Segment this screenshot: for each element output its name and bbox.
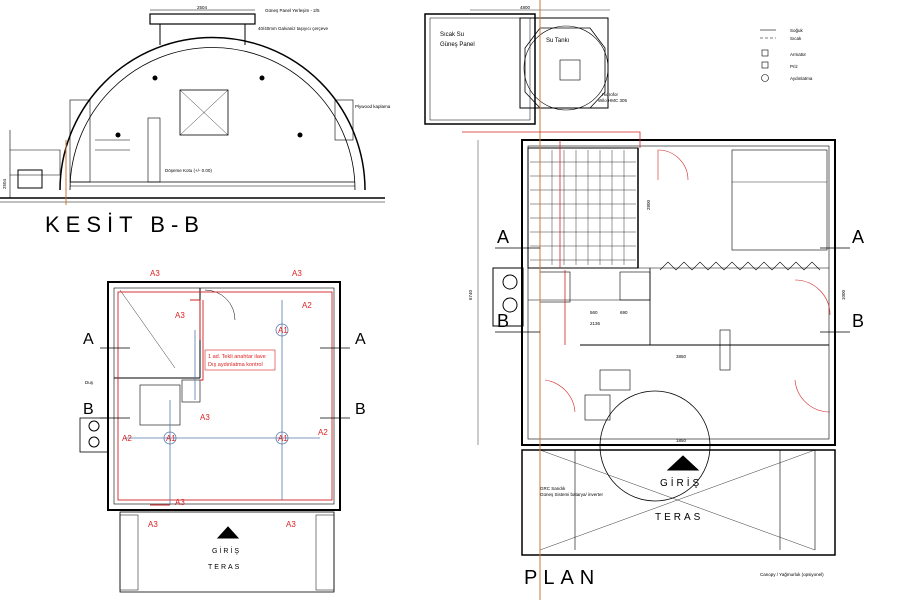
elec-mark-a-right: A [355,331,366,348]
elec-shower-note: Duş [85,380,94,385]
legend-item-hot: Sıcak [760,36,802,41]
floor-plan [424,9,836,556]
plan-terrace: TERAS [655,512,703,523]
plan-title: PLAN [524,567,600,589]
legend-item-fixture: Armatür [761,49,807,57]
plan-mark-b-left: B [497,311,509,331]
legend-item-cold: Soğuk [760,28,804,33]
elec-entry: GİRİŞ [212,546,241,555]
heater-label-2: Wilo HMC 305 [598,98,628,103]
elec-label-7: A1 [278,434,288,443]
elec-terrace: TERAS [208,564,241,571]
legend: Soğuk Sıcak Armatür Priz Aydınlatma [760,28,813,82]
tank-label-1: Sıcak Su [440,32,464,38]
plan-dim-0: 4800 [520,5,531,10]
light-fixtures [163,323,289,445]
section-b-b [0,9,385,205]
electrical-plan [79,281,341,593]
elec-label-4: A3 [292,269,302,278]
tank-title: Su Tankı [546,38,570,44]
plan-mark-b-right: B [852,311,864,331]
grc-note-2: Güneş Sistemi batarya/ inverter [540,492,604,497]
elec-section-lines [100,347,350,419]
elec-mark-a-left: A [83,331,94,348]
elec-label-2: A3 [175,311,185,320]
elec-label-8: A1 [166,434,176,443]
plan-mark-a-right: A [852,227,864,247]
plan-dim-5: 690 [620,310,628,315]
section-note-ceiling: Plywood kaplama [355,104,391,109]
plan-dim-6: 2136 [590,321,601,326]
elec-label-11: A3 [148,520,158,529]
elec-label-12: A3 [286,520,296,529]
elec-mark-b-right: B [355,401,366,418]
plan-section-lines [495,247,850,333]
plan-dim-8: 1000 [841,289,846,300]
section-note-floor: Döşeme Kotu (+/- 0.00) [165,168,212,173]
tank-label-2: Güneş Panel [440,42,475,48]
plan-entry: GİRİŞ [660,476,702,489]
elec-label-6: A3 [200,413,210,422]
section-title: KESİT B-B [45,212,205,237]
shower-tile-grid [530,150,636,265]
section-note-frame: 40/40mm Galvaniz taşıyıcı çerçeve [258,26,329,31]
electric-wiring [117,291,333,506]
svg-text:Priz: Priz [790,64,798,69]
plan-dim-3: 1850 [676,438,687,443]
grc-note-1: GRC Sandık [540,486,566,491]
elec-note-box [204,349,276,371]
section-note-panel: Güneş Panel Yerleşim - 2/5 [265,8,320,13]
elec-label-9: A2 [122,434,132,443]
elec-note-1: 1 ad. Tekli anahtar ilave [208,354,266,360]
svg-text:Armatür: Armatür [790,52,807,57]
section-dim-top: 2504 [197,5,208,10]
elec-mark-b-left: B [83,401,94,418]
legend-item-lighting: Aydınlatma [761,74,813,82]
elec-label-13: A3 [175,498,185,507]
plan-mark-a-left: A [497,227,509,247]
plan-dim-1: 6740 [468,289,473,300]
elec-label-3: A2 [302,301,312,310]
section-dim-left: 2504 [2,178,7,189]
plan-dim-4: 560 [590,310,598,315]
svg-text:Sıcak: Sıcak [790,36,802,41]
svg-text:Aydınlatma: Aydınlatma [790,76,813,81]
heater-label-1: Hidrofor [602,92,619,97]
elec-label-10: A2 [318,428,328,437]
svg-text:Soğuk: Soğuk [790,28,804,33]
plan-dim-2: 3850 [676,354,687,359]
elec-label-5: A1 [278,326,288,335]
legend-item-socket: Priz [761,61,798,69]
lighting-circuit [125,300,320,505]
elec-label-1: A3 [150,269,160,278]
plan-dim-7: 2800 [646,199,651,210]
hot-water-lines [462,131,641,345]
elec-note-2: Dış aydınlatma kontrol [208,362,263,368]
canopy-note: Canopy / Yağmurluk (opsiyonel) [760,572,824,577]
